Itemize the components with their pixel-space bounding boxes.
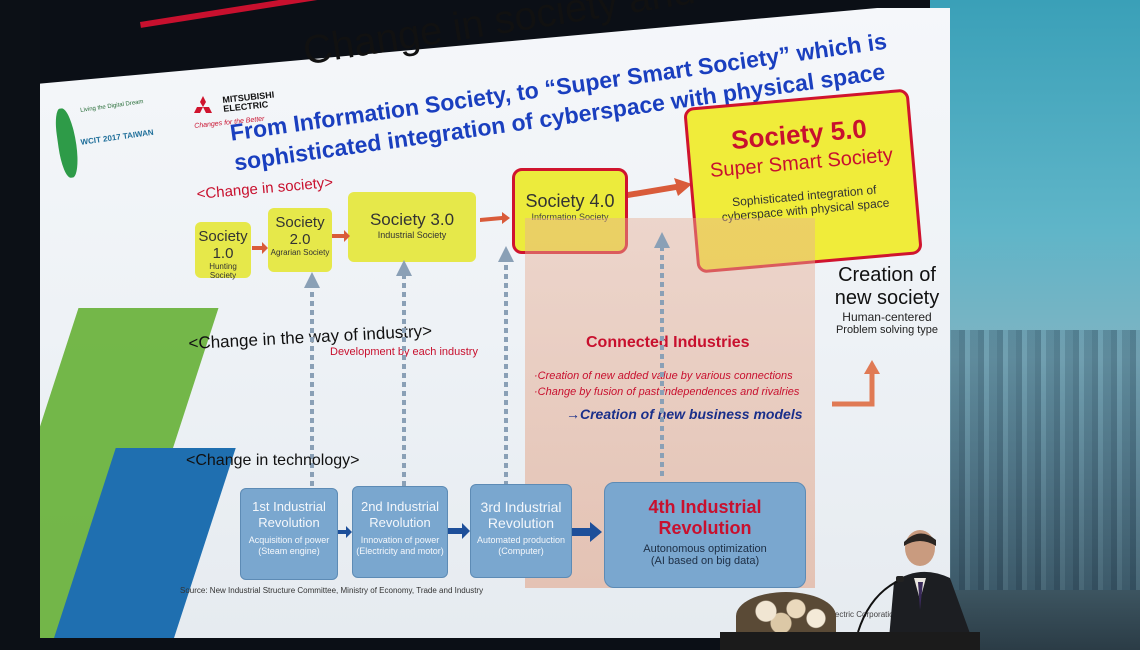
society-2-desc: Agrarian Society	[270, 248, 330, 257]
microphone-icon	[857, 576, 904, 633]
room-dark-area	[0, 0, 40, 650]
revolution-4-line2: Revolution	[658, 518, 752, 538]
society-1-name: Society	[198, 228, 248, 245]
society-2-num: 2.0	[289, 231, 311, 248]
creation-block: Creation of new society Human-centered P…	[822, 264, 952, 336]
stage-backdrop	[930, 0, 1140, 650]
society-2-box: Society 2.0 Agrarian Society	[268, 208, 332, 272]
revolution-3-desc2: (Computer)	[498, 546, 544, 556]
connected-result: →Creation of new business models	[566, 406, 803, 422]
revolution-3-line2: Revolution	[487, 515, 555, 531]
tech-to-society-arrows	[304, 232, 670, 486]
arrow-3-to-4	[480, 212, 510, 224]
revolution-2-desc2: (Electricity and motor)	[356, 546, 444, 556]
society-3-name: Society 3.0	[369, 210, 455, 229]
society-arrows	[252, 212, 510, 254]
revolution-2-line1: 2nd Industrial	[360, 499, 440, 514]
mitsubishi-diamonds-icon	[194, 96, 212, 113]
revolution-1-box: 1st Industrial Revolution Acquisition of…	[240, 488, 338, 580]
creation-title-line2: new society	[834, 287, 940, 309]
source-note: Source: New Industrial Structure Committ…	[180, 586, 484, 595]
connected-bullet-2: ·Change by fusion of past independences …	[534, 386, 800, 398]
technology-arrows	[338, 522, 602, 542]
industry-note: Development by each industry	[330, 346, 478, 358]
society-3-box: Society 3.0 Industrial Society	[348, 192, 476, 262]
society-1-num: 1.0	[212, 245, 234, 262]
arrow-rev-3-to-4	[572, 522, 602, 542]
section-technology-label: <Change in technology>	[186, 452, 360, 469]
society-1-box: Society 1.0 Hunting Society	[195, 222, 251, 280]
podium	[720, 632, 980, 650]
revolution-2-desc1: Innovation of power	[360, 535, 440, 545]
company-footer: Mitsubishi Electric Corporation	[790, 610, 899, 619]
arrow-rev-2-to-3	[448, 523, 470, 539]
creation-line3: Human-centered	[842, 310, 932, 324]
society-4-name: Society 4.0	[525, 191, 615, 211]
revolution-4-desc1: Autonomous optimization	[643, 543, 767, 555]
revolution-4-desc2: (AI based on big data)	[650, 555, 760, 567]
society-2-name: Society	[275, 214, 325, 231]
revolution-4-box: 4th Industrial Revolution Autonomous opt…	[604, 482, 806, 588]
revolution-2-box: 2nd Industrial Revolution Innovation of …	[352, 486, 448, 578]
revolution-4-line1: 4th Industrial	[648, 497, 762, 517]
society-4-desc: Information Society	[531, 212, 609, 222]
revolution-1-desc1: Acquisition of power	[248, 535, 330, 545]
connected-title: Connected Industries	[586, 334, 750, 351]
speaker-figure	[888, 530, 976, 650]
revolution-1-desc2: (Steam engine)	[258, 546, 320, 556]
creation-line4: Problem solving type	[835, 324, 939, 336]
revolution-2-line2: Revolution	[369, 515, 431, 530]
arrow-rev-1-to-2	[338, 526, 352, 538]
revolution-1-line2: Revolution	[258, 515, 320, 530]
revolution-3-line1: 3rd Industrial	[480, 499, 562, 515]
society-3-desc: Industrial Society	[377, 230, 447, 240]
revolution-3-desc1: Automated production	[476, 535, 566, 545]
revolution-1-line1: 1st Industrial	[252, 499, 326, 514]
arrow-2-to-3	[332, 230, 350, 242]
creation-title-line1: Creation of	[838, 264, 936, 286]
city-backdrop	[940, 330, 1140, 590]
revolution-3-box: 3rd Industrial Revolution Automated prod…	[470, 484, 572, 578]
arrow-4-to-5	[628, 178, 692, 198]
arrow-1-to-2	[252, 242, 268, 254]
society-1-desc: Hunting Society	[209, 262, 237, 280]
up-right-arrow	[832, 360, 880, 407]
